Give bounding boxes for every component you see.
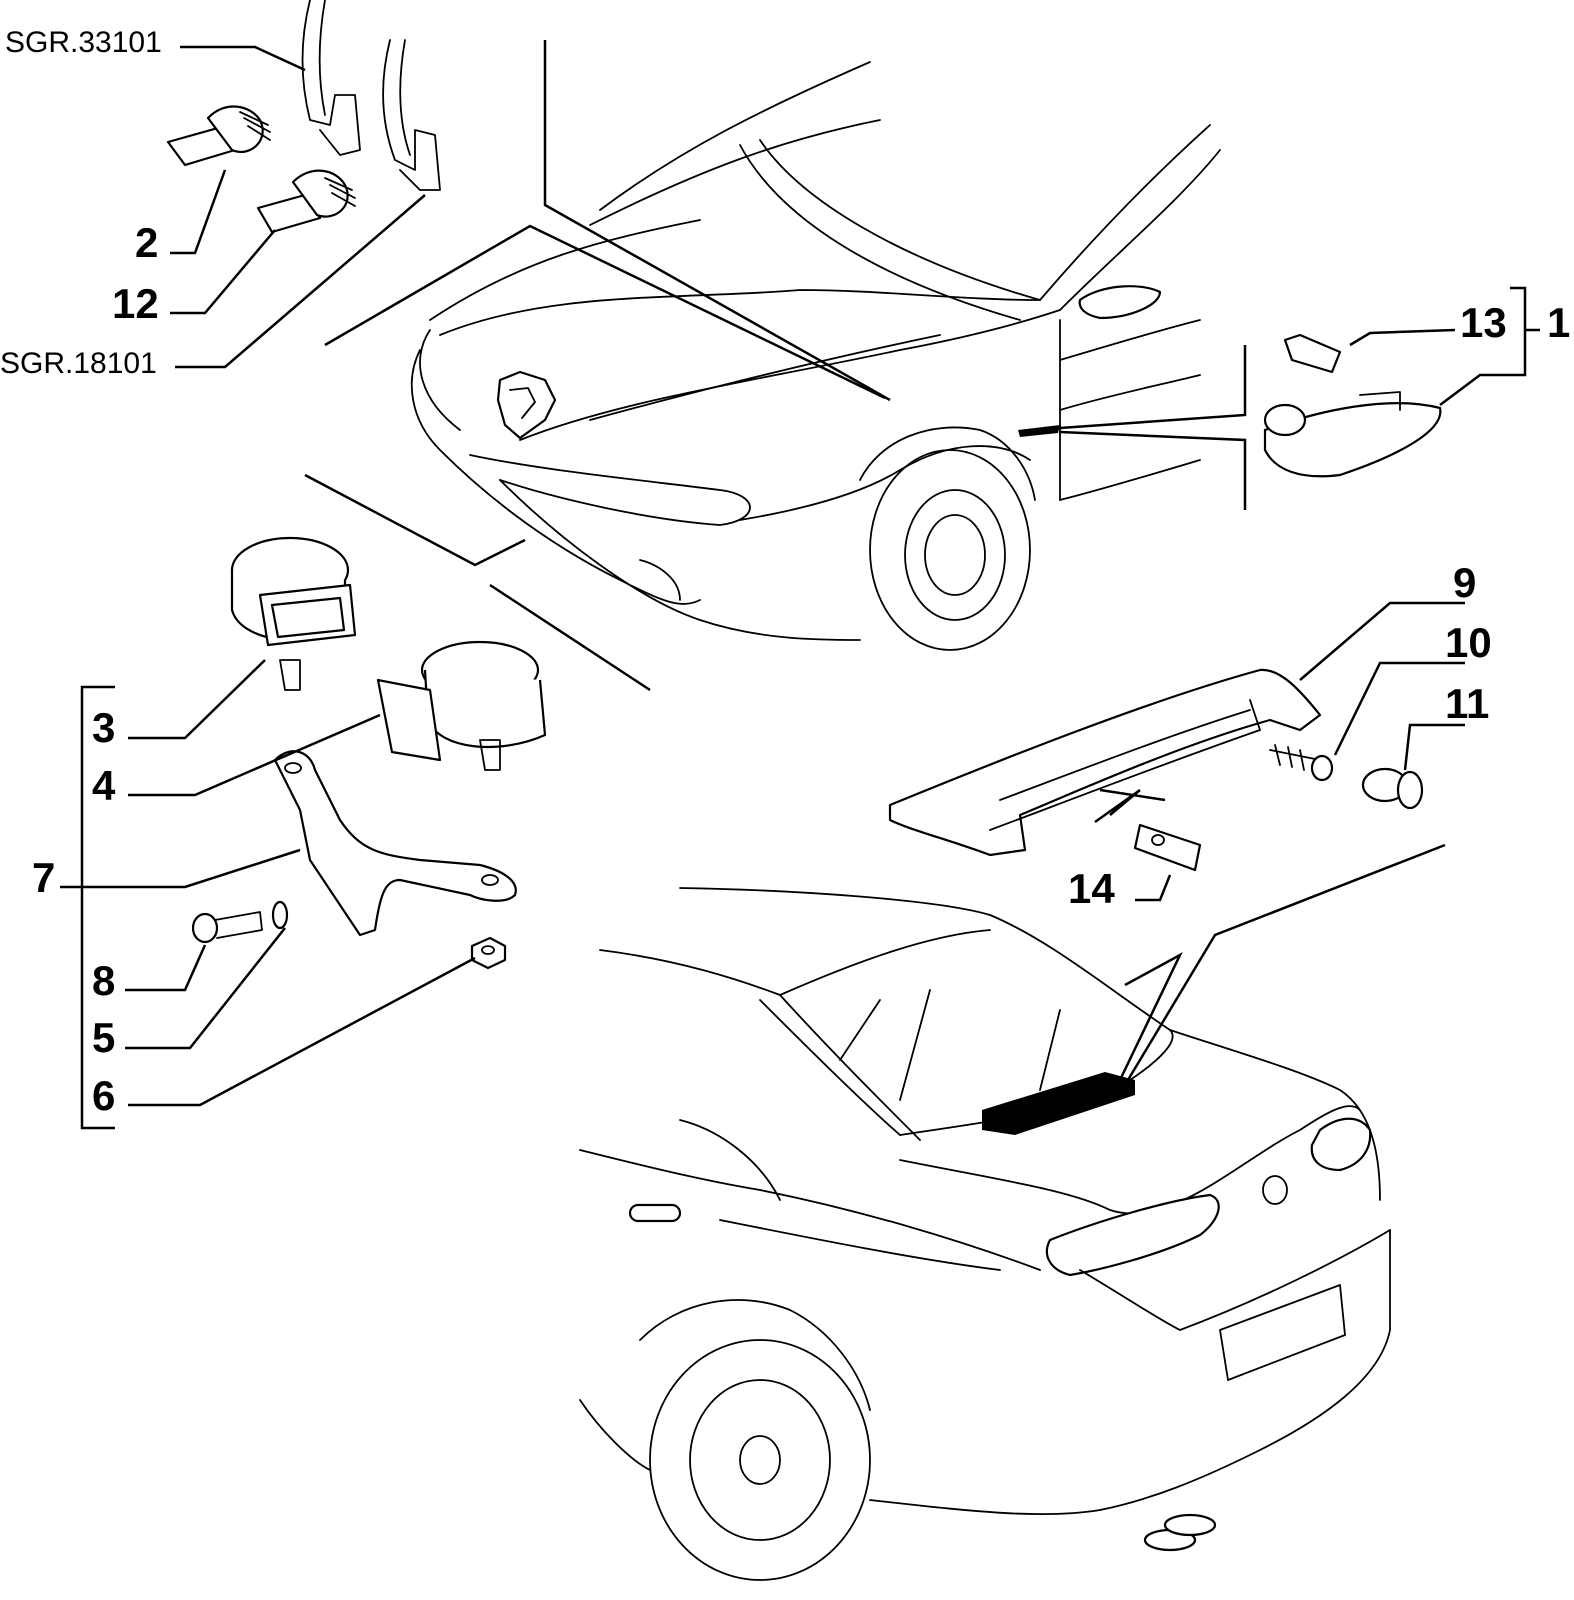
labels: SGR.33101 SGR.18101 2 12 13 1 3 4 7 8 5 …: [0, 26, 1570, 1119]
rear-car-illustration: [579, 887, 1391, 1581]
callout-3: 3: [92, 704, 115, 751]
bulb-14: [1133, 823, 1202, 872]
bulb-holder-12: [256, 169, 356, 234]
callout-14: 14: [1068, 865, 1115, 912]
bulb-13: [1283, 333, 1342, 374]
callout-11: 11: [1445, 680, 1489, 727]
callout-13: 13: [1460, 299, 1507, 346]
reference-sgr-18101: SGR.18101: [0, 347, 157, 380]
side-indicator-lamp-1: [1263, 391, 1442, 478]
callout-7: 7: [32, 854, 55, 901]
horn-part-3: [230, 536, 357, 691]
callout-1: 1: [1547, 299, 1570, 346]
horn-part-4: [376, 640, 547, 771]
callout-8: 8: [92, 957, 115, 1004]
bulb-holder-2: [166, 105, 271, 167]
callout-2: 2: [135, 219, 158, 266]
clip-11: [1361, 767, 1424, 810]
callout-10: 10: [1445, 619, 1492, 666]
callout-5: 5: [92, 1014, 115, 1061]
bolt-8: [191, 911, 263, 944]
reference-sgr-33101: SGR.33101: [5, 26, 162, 59]
washer-5: [271, 900, 289, 930]
nut-6: [470, 936, 507, 970]
screw-10: [1269, 744, 1334, 782]
high-mount-stop-lamp-9: [888, 668, 1322, 857]
front-car-illustration: [410, 61, 1221, 651]
callout-4: 4: [92, 762, 116, 809]
leader-lines: [60, 40, 1540, 1130]
horn-bracket-7: [273, 750, 517, 937]
callout-9: 9: [1453, 559, 1476, 606]
wiring-harness-part: [301, 0, 441, 191]
callout-6: 6: [92, 1072, 115, 1119]
callout-12: 12: [112, 280, 159, 327]
